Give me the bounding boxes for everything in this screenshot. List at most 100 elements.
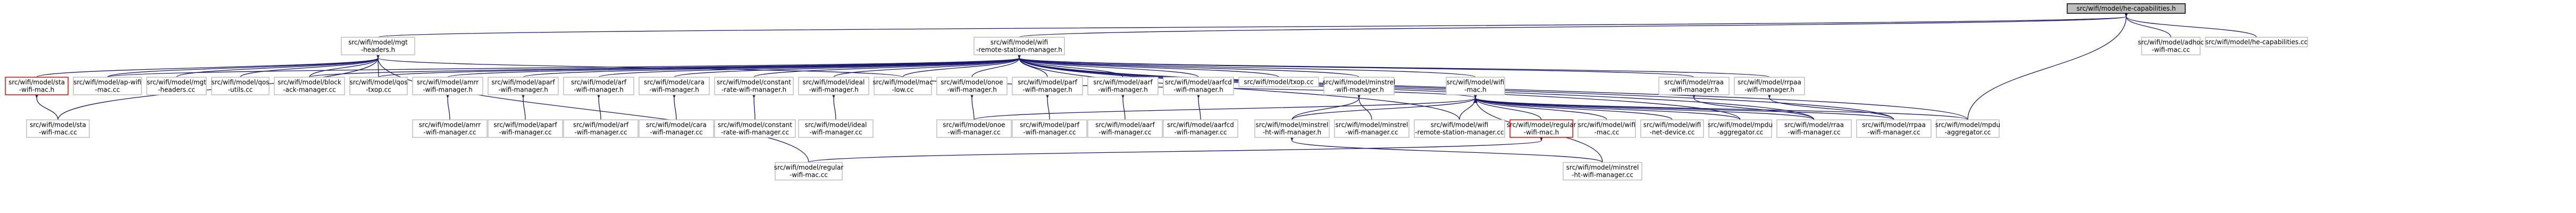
node-box[interactable] xyxy=(1334,119,1409,138)
node-box[interactable] xyxy=(1708,119,1772,138)
node-src-wifi-model-onoe-wifi-manager-cc[interactable]: src/wifi/model/onoe-wifi-manager.cc xyxy=(936,119,1012,138)
node-box[interactable] xyxy=(412,119,488,138)
node-src-wifi-model-onoe-wifi-manager-h[interactable]: src/wifi/model/onoe-wifi-manager.h xyxy=(936,77,1008,95)
node-box[interactable] xyxy=(341,37,415,55)
node-src-wifi-model-sta-wifi-mac-h[interactable]: src/wifi/model/sta-wifi-mac.h xyxy=(5,77,69,95)
node-src-wifi-model-ideal-wifi-manager-cc[interactable]: src/wifi/model/ideal-wifi-manager.cc xyxy=(798,119,874,138)
node-box[interactable] xyxy=(639,119,714,138)
node-box[interactable] xyxy=(1254,119,1330,138)
node-box[interactable] xyxy=(26,119,90,138)
node-src-wifi-model-he-capabilities-cc[interactable]: src/wifi/model/he-capabilities.cc xyxy=(2205,37,2308,47)
node-box[interactable] xyxy=(73,77,142,95)
node-src-wifi-model-rraa-wifi-manager-h[interactable]: src/wifi/model/rraa-wifi-manager.h xyxy=(1658,77,1730,95)
node-src-wifi-model-txop-cc[interactable]: src/wifi/model/txop.cc xyxy=(1238,77,1319,87)
node-box[interactable] xyxy=(5,77,69,95)
node-src-wifi-model-rrpaa-wifi-manager-h[interactable]: src/wifi/model/rrpaa-wifi-manager.h xyxy=(1734,77,1805,95)
node-box[interactable] xyxy=(1640,119,1704,138)
node-src-wifi-model-ideal-wifi-manager-h[interactable]: src/wifi/model/ideal-wifi-manager.h xyxy=(798,77,869,95)
node-box[interactable] xyxy=(974,37,1065,55)
node-src-wifi-model-ap-wifi-mac-cc[interactable]: src/wifi/model/ap-wifi-mac.cc xyxy=(73,77,142,95)
node-box[interactable] xyxy=(775,162,843,181)
node-src-wifi-model-wifi-mac-cc[interactable]: src/wifi/model/wifi-mac.cc xyxy=(1578,119,1636,138)
node-box[interactable] xyxy=(563,77,634,95)
node-box[interactable] xyxy=(798,119,874,138)
node-src-wifi-model-rraa-wifi-manager-cc[interactable]: src/wifi/model/rraa-wifi-manager.cc xyxy=(1776,119,1852,138)
node-src-wifi-model-constant-rate-wifi-manager-cc[interactable]: src/wifi/model/constant-rate-wifi-manage… xyxy=(714,119,796,138)
node-src-wifi-model-parf-wifi-manager-cc[interactable]: src/wifi/model/parf-wifi-manager.cc xyxy=(1012,119,1087,138)
node-box[interactable] xyxy=(936,119,1012,138)
node-box[interactable] xyxy=(1658,77,1730,95)
node-box[interactable] xyxy=(1936,119,2000,138)
node-src-wifi-model-minstrel-wifi-manager-cc[interactable]: src/wifi/model/minstrel-wifi-manager.cc xyxy=(1334,119,1409,138)
node-box[interactable] xyxy=(2141,37,2201,55)
node-src-wifi-model-cara-wifi-manager-h[interactable]: src/wifi/model/cara-wifi-manager.h xyxy=(639,77,710,95)
node-src-wifi-model-wifi-mac-h[interactable]: src/wifi/model/wifi-mac.h xyxy=(1446,77,1505,95)
node-box[interactable] xyxy=(1776,119,1852,138)
node-box[interactable] xyxy=(1323,77,1395,95)
node-src-wifi-model-amrr-wifi-manager-cc[interactable]: src/wifi/model/amrr-wifi-manager.cc xyxy=(412,119,488,138)
node-src-wifi-model-aarfcd-wifi-manager-cc[interactable]: src/wifi/model/aarfcd-wifi-manager.cc xyxy=(1163,119,1238,138)
node-src-wifi-model-wifi-net-device-cc[interactable]: src/wifi/model/wifi-net-device.cc xyxy=(1640,119,1704,138)
node-src-wifi-model-mgt-headers-cc[interactable]: src/wifi/model/mgt-headers.cc xyxy=(146,77,207,95)
node-src-wifi-model-regular-wifi-mac-h[interactable]: src/wifi/model/regular-wifi-mac.h xyxy=(1507,119,1576,138)
node-box[interactable] xyxy=(874,77,932,95)
node-box[interactable] xyxy=(488,119,563,138)
node-src-wifi-model-wifi-remote-station-manager-cc[interactable]: src/wifi/model/wifi-remote-station-manag… xyxy=(1414,119,1505,138)
node-src-wifi-model-wifi-remote-station-manager-h[interactable]: src/wifi/model/wifi-remote-station-manag… xyxy=(974,37,1065,55)
node-src-wifi-model-constant-rate-wifi-manager-h[interactable]: src/wifi/model/constant-rate-wifi-manage… xyxy=(714,77,794,95)
node-src-wifi-model-amrr-wifi-manager-h[interactable]: src/wifi/model/amrr-wifi-manager.h xyxy=(412,77,483,95)
node-src-wifi-model-qos-txop-cc[interactable]: src/wifi/model/qos-txop.cc xyxy=(349,77,408,95)
node-box[interactable] xyxy=(1509,119,1573,138)
node-box[interactable] xyxy=(1578,119,1636,138)
node-src-wifi-model-regular-wifi-mac-cc[interactable]: src/wifi/model/regular-wifi-mac.cc xyxy=(774,162,844,181)
node-src-wifi-model-sta-wifi-mac-cc[interactable]: src/wifi/model/sta-wifi-mac.cc xyxy=(26,119,90,138)
node-box[interactable] xyxy=(1414,119,1505,138)
node-box[interactable] xyxy=(1856,119,1932,138)
node-src-wifi-model-aparf-wifi-manager-cc[interactable]: src/wifi/model/aparf-wifi-manager.cc xyxy=(488,119,563,138)
node-box[interactable] xyxy=(714,77,794,95)
node-src-wifi-model-mpdu-aggregator-cc[interactable]: src/wifi/model/mpdu-aggregator.cc xyxy=(1935,119,2000,138)
node-src-wifi-model-minstrel-wifi-manager-h[interactable]: src/wifi/model/minstrel-wifi-manager.h xyxy=(1323,77,1396,95)
node-box[interactable] xyxy=(639,77,710,95)
node-box[interactable] xyxy=(1012,119,1087,138)
node-src-wifi-model-arf-wifi-manager-cc[interactable]: src/wifi/model/arf-wifi-manager.cc xyxy=(563,119,639,138)
node-src-wifi-model-arf-wifi-manager-h[interactable]: src/wifi/model/arf-wifi-manager.h xyxy=(563,77,634,95)
node-box[interactable] xyxy=(936,77,1008,95)
node-box[interactable] xyxy=(1012,77,1083,95)
node-box[interactable] xyxy=(1734,77,1805,95)
node-box[interactable] xyxy=(274,77,345,95)
node-src-wifi-model-qos-utils-cc[interactable]: src/wifi/model/qos-utils.cc xyxy=(211,77,270,95)
node-box[interactable] xyxy=(798,77,869,95)
node-src-wifi-model-cara-wifi-manager-cc[interactable]: src/wifi/model/cara-wifi-manager.cc xyxy=(639,119,714,138)
node-src-wifi-model-block-ack-manager-cc[interactable]: src/wifi/model/block-ack-manager.cc xyxy=(274,77,345,95)
node-src-wifi-model-mgt-headers-h[interactable]: src/wifi/model/mgt-headers.h xyxy=(341,37,415,55)
node-box[interactable] xyxy=(349,77,408,95)
node-box[interactable] xyxy=(1238,77,1319,87)
node-src-wifi-model-minstrel-ht-wifi-manager-h[interactable]: src/wifi/model/minstrel-ht-wifi-manager.… xyxy=(1254,119,1330,138)
node-box[interactable] xyxy=(488,77,559,95)
node-box[interactable] xyxy=(412,77,483,95)
node-box[interactable] xyxy=(1563,162,1642,181)
node-src-wifi-model-minstrel-ht-wifi-manager-cc[interactable]: src/wifi/model/minstrel-ht-wifi-manager.… xyxy=(1563,162,1642,181)
node-src-wifi-model-aarf-wifi-manager-h[interactable]: src/wifi/model/aarf-wifi-manager.h xyxy=(1087,77,1159,95)
node-box[interactable] xyxy=(1446,77,1505,95)
node-box[interactable] xyxy=(1163,119,1238,138)
node-box[interactable] xyxy=(563,119,639,138)
node-box[interactable] xyxy=(1087,77,1159,95)
node-src-wifi-model-aarfcd-wifi-manager-h[interactable]: src/wifi/model/aarfcd-wifi-manager.h xyxy=(1163,77,1234,95)
node-src-wifi-model-mpdu-aggregator-cc[interactable]: src/wifi/model/mpdu-aggregator.cc xyxy=(1708,119,1773,138)
node-src-wifi-model-parf-wifi-manager-h[interactable]: src/wifi/model/parf-wifi-manager.h xyxy=(1012,77,1083,95)
node-box[interactable] xyxy=(146,77,207,95)
node-src-wifi-model-he-capabilities-h[interactable]: src/wifi/model/he-capabilities.h xyxy=(2067,3,2186,14)
node-src-wifi-model-aparf-wifi-manager-h[interactable]: src/wifi/model/aparf-wifi-manager.h xyxy=(488,77,559,95)
node-src-wifi-model-rrpaa-wifi-manager-cc[interactable]: src/wifi/model/rrpaa-wifi-manager.cc xyxy=(1856,119,1932,138)
node-box[interactable] xyxy=(2067,3,2186,14)
node-box[interactable] xyxy=(1163,77,1234,95)
node-box[interactable] xyxy=(1087,119,1163,138)
node-src-wifi-model-aarf-wifi-manager-cc[interactable]: src/wifi/model/aarf-wifi-manager.cc xyxy=(1087,119,1163,138)
node-box[interactable] xyxy=(2205,37,2308,47)
node-box[interactable] xyxy=(211,77,270,95)
node-src-wifi-model-mac-low-cc[interactable]: src/wifi/model/mac-low.cc xyxy=(872,77,933,95)
node-src-wifi-model-adhoc-wifi-mac-cc[interactable]: src/wifi/model/adhoc-wifi-mac.cc xyxy=(2138,37,2204,55)
node-box[interactable] xyxy=(714,119,796,138)
